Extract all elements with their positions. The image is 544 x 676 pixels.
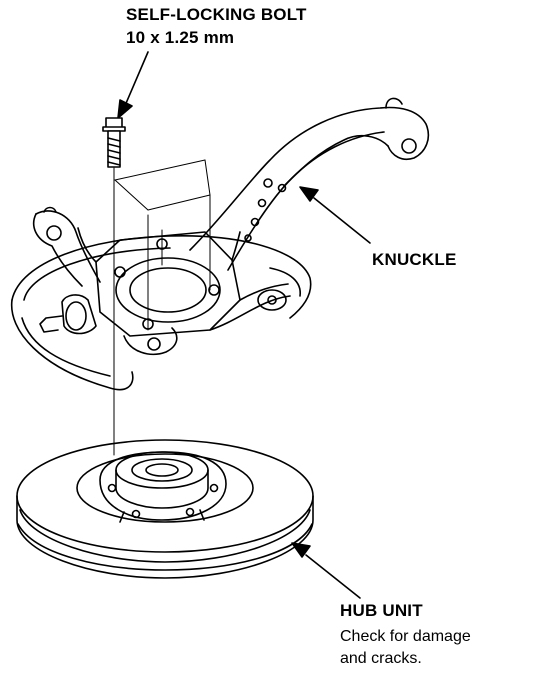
knuckle-body: [32, 97, 430, 356]
bolt-title-label: SELF-LOCKING BOLT: [126, 5, 307, 24]
hub-note-line1: Check for damage: [340, 628, 471, 645]
knuckle-leader-arrow: [299, 186, 371, 244]
hub-unit-label: HUB UNIT: [340, 601, 423, 620]
bolt-leader-arrow: [117, 51, 149, 119]
hub-note-line2: and cracks.: [340, 650, 422, 667]
splash-shield: [10, 235, 312, 391]
hub-leader-arrow: [291, 542, 361, 599]
hub-unit: [99, 451, 227, 523]
brake-disc: [16, 439, 314, 579]
knuckle-label: KNUCKLE: [372, 250, 457, 269]
self-locking-bolt: [102, 117, 126, 168]
alignment-guides: [113, 159, 211, 456]
bolt-size-label: 10 x 1.25 mm: [126, 28, 235, 47]
